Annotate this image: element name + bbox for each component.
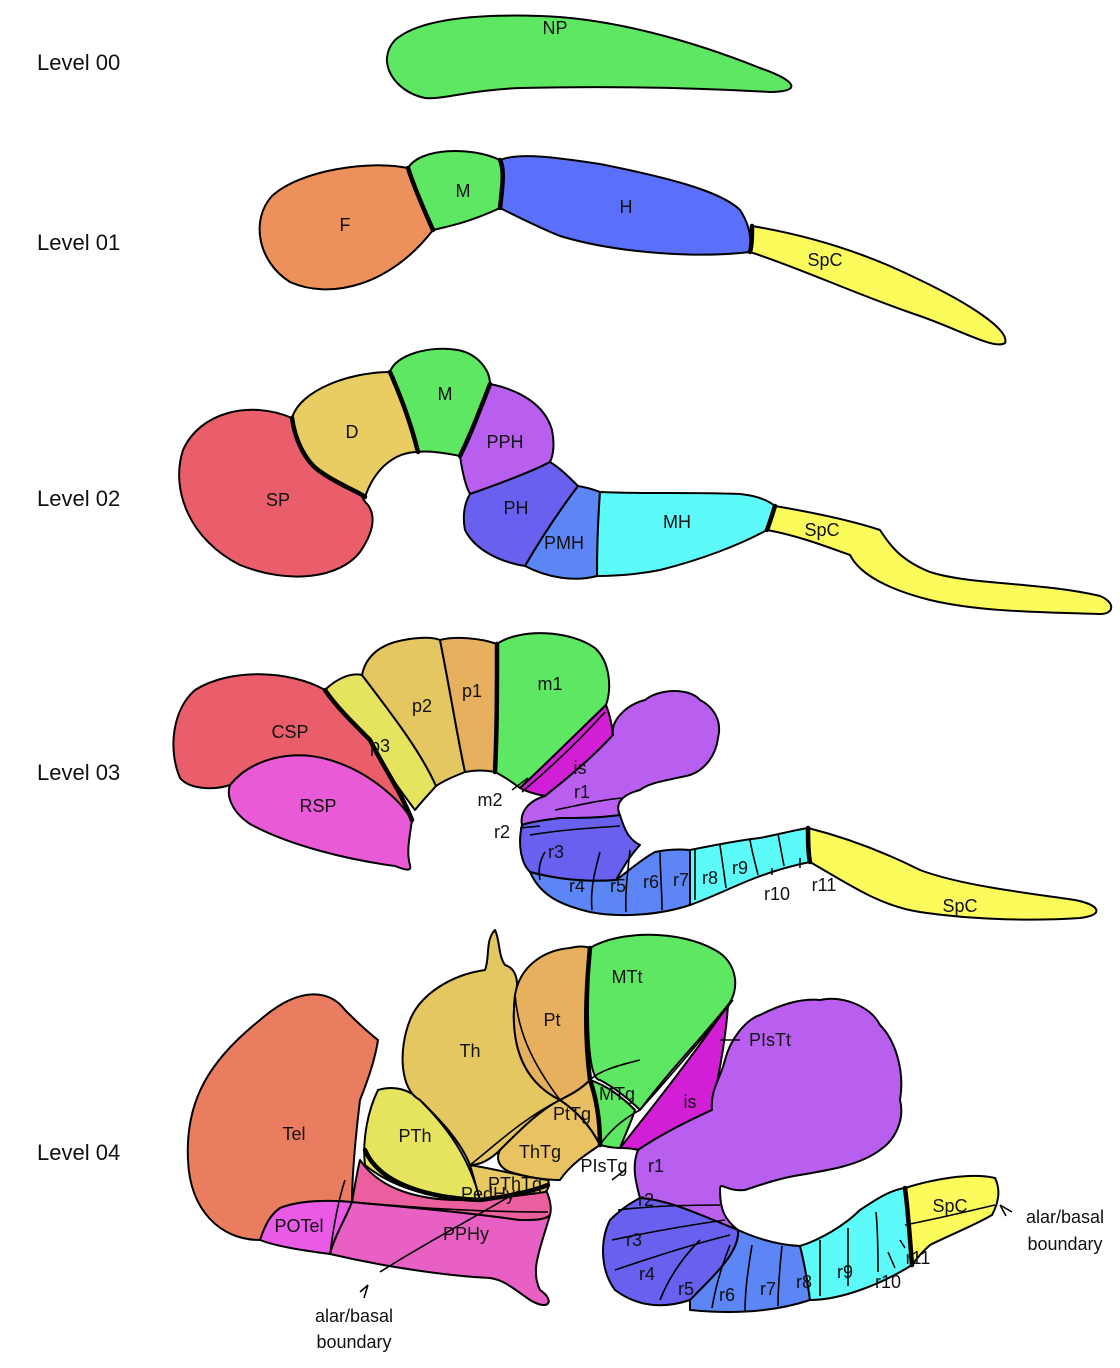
label-mtt: MTt [612, 967, 643, 987]
label-sp: SP [266, 490, 290, 510]
label-r9-03: r9 [732, 858, 748, 878]
label-pph: PPH [486, 432, 523, 452]
region-r2-r3 [520, 815, 640, 881]
label-m2: m2 [477, 790, 502, 810]
label-r7-03: r7 [673, 870, 689, 890]
label-csp: CSP [271, 722, 308, 742]
label-np: NP [542, 18, 567, 38]
label-potel: POTel [274, 1216, 323, 1236]
label-mtg: MTg [599, 1084, 635, 1104]
label-ph: PH [503, 498, 528, 518]
label-p1: p1 [462, 681, 482, 701]
label-pmh: PMH [544, 533, 584, 553]
level-00-neural-plate: NP [387, 16, 791, 99]
label-pttg: PtTg [553, 1104, 591, 1124]
label-pth: PTh [398, 1126, 431, 1146]
label-p2: p2 [412, 696, 432, 716]
label-d: D [346, 422, 359, 442]
label-r7-04: r7 [760, 1279, 776, 1299]
label-tel: Tel [282, 1124, 305, 1144]
label-pthtg: PThTg [488, 1174, 542, 1194]
label-rsp: RSP [299, 796, 336, 816]
label-r10-04: r10 [875, 1272, 901, 1292]
label-spc-03: SpC [942, 896, 977, 916]
level-03: CSP RSP p3 p2 p1 m1 m2 is r1 r2 r3 r4 r5… [173, 633, 1096, 919]
label-f: F [340, 215, 351, 235]
label-r4-04: r4 [639, 1264, 655, 1284]
region-spc-01 [750, 226, 1005, 344]
label-r4-03: r4 [569, 876, 585, 896]
label-p3: p3 [370, 736, 390, 756]
label-mh: MH [663, 512, 691, 532]
label-r3-04: r3 [626, 1230, 642, 1250]
level-02: SP D M PPH PH PMH MH SpC [179, 349, 1111, 614]
label-r9-04: r9 [837, 1262, 853, 1282]
label-r1-04: r1 [648, 1156, 664, 1176]
region-r7-r11 [690, 828, 810, 905]
label-m-01: M [456, 181, 471, 201]
label-r11-03: r11 [812, 875, 837, 895]
label-r1-03: r1 [574, 782, 590, 802]
level-04: Tel POTel PPHy PedHy PTh PThTg Th ThTg P… [188, 930, 1104, 1352]
label-r3-03: r3 [548, 842, 564, 862]
label-pistg: PIsTg [580, 1156, 627, 1176]
label-r2-03: r2 [494, 822, 510, 842]
region-mh [597, 492, 775, 576]
level-01: F M H SpC [260, 151, 1006, 344]
label-thtg: ThTg [519, 1142, 561, 1162]
label-r8-03: r8 [702, 868, 718, 888]
label-alar-basal-left-line1: alar/basal [315, 1306, 393, 1326]
label-alar-basal-left-line2: boundary [316, 1332, 391, 1352]
label-h: H [620, 197, 633, 217]
label-r5-04: r5 [678, 1279, 694, 1299]
label-alar-basal-right-line1: alar/basal [1026, 1207, 1104, 1227]
label-m-02: M [438, 384, 453, 404]
label-alar-basal-right-line2: boundary [1027, 1234, 1102, 1254]
label-spc-01: SpC [807, 250, 842, 270]
label-r5-03: r5 [610, 876, 626, 896]
label-is-03: is [574, 758, 587, 778]
label-pistt: PIsTt [749, 1030, 791, 1050]
label-th: Th [459, 1041, 480, 1061]
label-pt: Pt [543, 1010, 560, 1030]
label-m1: m1 [537, 674, 562, 694]
label-spc-02: SpC [804, 520, 839, 540]
label-r10-03: r10 [764, 884, 790, 904]
label-r6-04: r6 [719, 1285, 735, 1305]
label-r2-04: r2 [638, 1190, 654, 1210]
label-spc-04: SpC [932, 1196, 967, 1216]
label-r8-04: r8 [796, 1272, 812, 1292]
label-r6-03: r6 [643, 872, 659, 892]
label-pphy: PPHy [443, 1224, 489, 1244]
label-is-04: is [684, 1092, 697, 1112]
label-r11-04: r11 [906, 1248, 931, 1268]
region-np [387, 16, 791, 99]
